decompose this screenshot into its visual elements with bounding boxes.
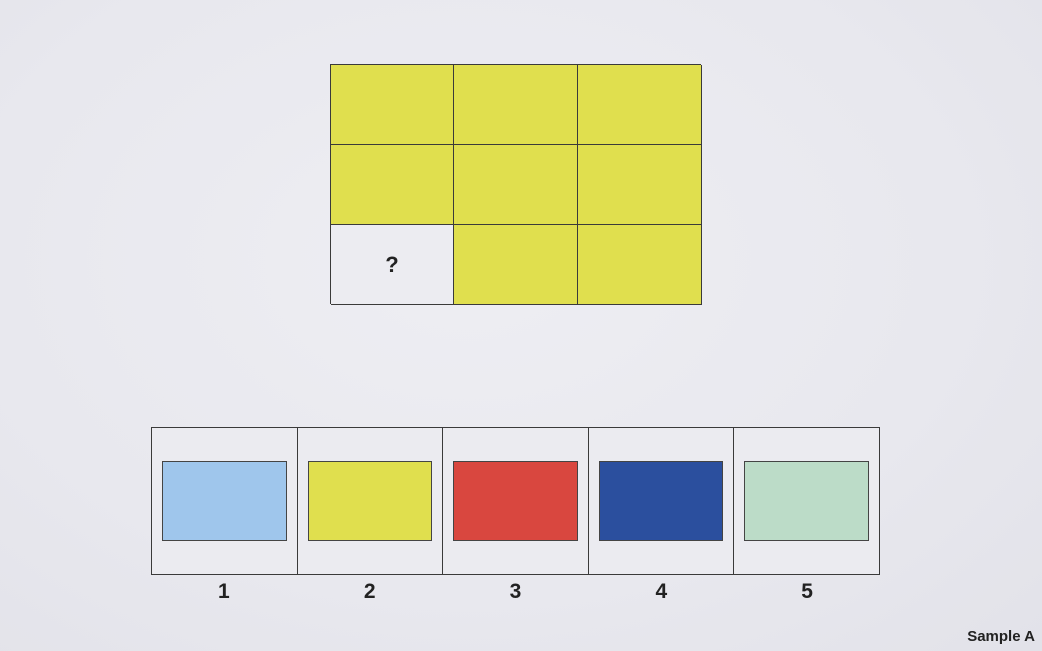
- answer-option-2[interactable]: [298, 428, 444, 574]
- option-number-3: 3: [509, 580, 522, 603]
- color-swatch: [307, 461, 433, 541]
- matrix-cell-r3-c2: [454, 225, 578, 305]
- option-number-1: 1: [218, 580, 230, 603]
- question-mark: ?: [385, 251, 399, 277]
- color-swatch: [162, 461, 287, 541]
- matrix-cell-r2-c3: [578, 145, 702, 225]
- option-number-4: 4: [655, 580, 668, 603]
- option-number-5: 5: [801, 580, 813, 603]
- color-swatch: [744, 461, 869, 541]
- matrix-cell-r2-c2: [454, 145, 578, 225]
- option-number-2: 2: [363, 580, 376, 603]
- matrix-cell-r1-c2: [454, 65, 578, 145]
- matrix-cell-r3-c3: [578, 225, 702, 305]
- answer-option-3[interactable]: [443, 428, 589, 574]
- color-swatch: [598, 461, 724, 541]
- missing-cell: ?: [331, 225, 454, 305]
- pattern-matrix: ?: [330, 64, 702, 305]
- answer-option-1[interactable]: [152, 428, 298, 574]
- answer-option-4[interactable]: [589, 428, 735, 574]
- answer-options: [151, 427, 880, 575]
- matrix-cell-r2-c1: [331, 145, 454, 225]
- color-swatch: [453, 461, 578, 541]
- matrix-cell-r1-c1: [331, 65, 454, 145]
- answer-option-5[interactable]: [734, 428, 879, 574]
- matrix-cell-r1-c3: [578, 65, 702, 145]
- sample-label: Sample A: [967, 628, 1035, 645]
